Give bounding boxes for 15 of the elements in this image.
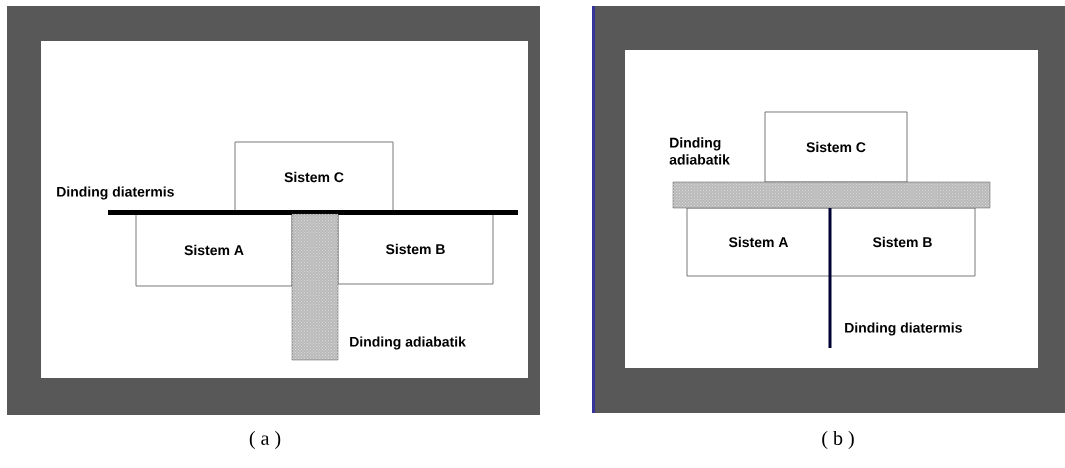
wall-label: Dinding adiabatik: [669, 137, 730, 165]
system-box: Sistem C: [764, 111, 908, 183]
panel-caption: ( b ): [822, 430, 854, 450]
diathermal-wall: [828, 208, 832, 348]
adiabatic-wall: [291, 213, 339, 361]
system-box: Sistem A: [686, 207, 831, 277]
diathermal-wall: [108, 210, 518, 215]
wall-label: Dinding diatermis: [57, 186, 174, 200]
system-box: Sistem B: [337, 213, 494, 285]
system-box: Sistem C: [234, 141, 394, 213]
adiabatic-wall: [672, 181, 991, 209]
panel-caption: ( a ): [249, 430, 281, 450]
wall-label: Dinding diatermis: [845, 322, 962, 336]
system-box: Sistem B: [829, 207, 976, 277]
system-box: Sistem A: [135, 213, 293, 287]
